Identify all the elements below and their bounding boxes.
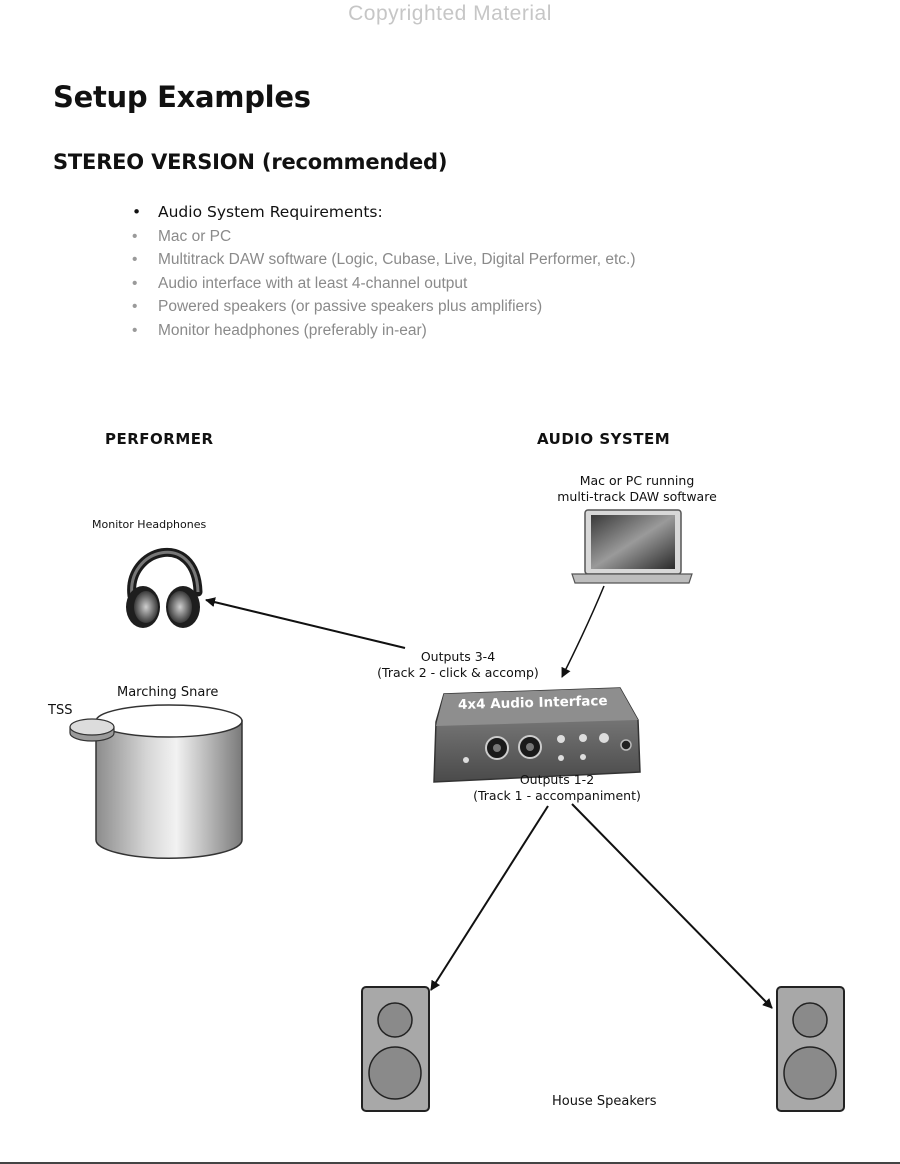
headphones-icon: [126, 547, 203, 628]
outputs-3-4-line1: Outputs 3-4: [420, 649, 496, 664]
requirements-heading: Audio System Requirements:: [132, 201, 636, 225]
requirement-item: Mac or PC: [132, 225, 636, 249]
speaker-right-icon: [776, 986, 845, 1112]
requirement-item: Multitrack DAW software (Logic, Cubase, …: [132, 248, 636, 272]
requirement-item: Audio interface with at least 4-channel …: [132, 272, 636, 296]
section-subtitle: STEREO VERSION (recommended): [53, 150, 448, 174]
speaker-left-icon: [361, 986, 430, 1112]
snare-drum-icon: [95, 704, 243, 859]
page-bottom-border: [0, 1162, 900, 1164]
snare-label: Marching Snare: [117, 685, 219, 700]
outputs-1-2-line1: Outputs 1-2: [519, 772, 595, 787]
computer-label-line2: multi-track DAW software: [557, 489, 717, 504]
performer-heading: PERFORMER: [105, 430, 214, 448]
arrow-laptop-to-interface: [561, 585, 605, 678]
laptop-icon: [571, 509, 693, 584]
arrow-to-left-speaker: [430, 805, 549, 991]
tss-trigger-icon: [69, 718, 115, 742]
headphones-label: Monitor Headphones: [92, 518, 207, 531]
outputs-1-2-line2: (Track 1 - accompaniment): [473, 788, 641, 803]
tss-label: TSS: [48, 703, 73, 718]
page-title: Setup Examples: [53, 80, 311, 114]
copyright-watermark: Copyrighted Material: [348, 2, 552, 25]
audio-interface-icon: [433, 687, 641, 783]
arrow-to-headphones: [205, 597, 406, 649]
audio-system-heading: AUDIO SYSTEM: [537, 430, 671, 448]
requirement-item: Powered speakers (or passive speakers pl…: [132, 295, 636, 319]
computer-label-line1: Mac or PC running: [579, 473, 695, 488]
computer-label: Mac or PC running multi-track DAW softwa…: [537, 473, 737, 505]
house-speakers-label: House Speakers: [552, 1094, 657, 1109]
requirements-list: Audio System Requirements: Mac or PC Mul…: [132, 201, 636, 342]
outputs-3-4-label: Outputs 3-4 (Track 2 - click & accomp): [368, 649, 548, 681]
requirement-item: Monitor headphones (preferably in-ear): [132, 319, 636, 343]
arrow-to-right-speaker: [571, 803, 773, 1009]
outputs-3-4-line2: (Track 2 - click & accomp): [377, 665, 539, 680]
outputs-1-2-label: Outputs 1-2 (Track 1 - accompaniment): [467, 772, 647, 804]
